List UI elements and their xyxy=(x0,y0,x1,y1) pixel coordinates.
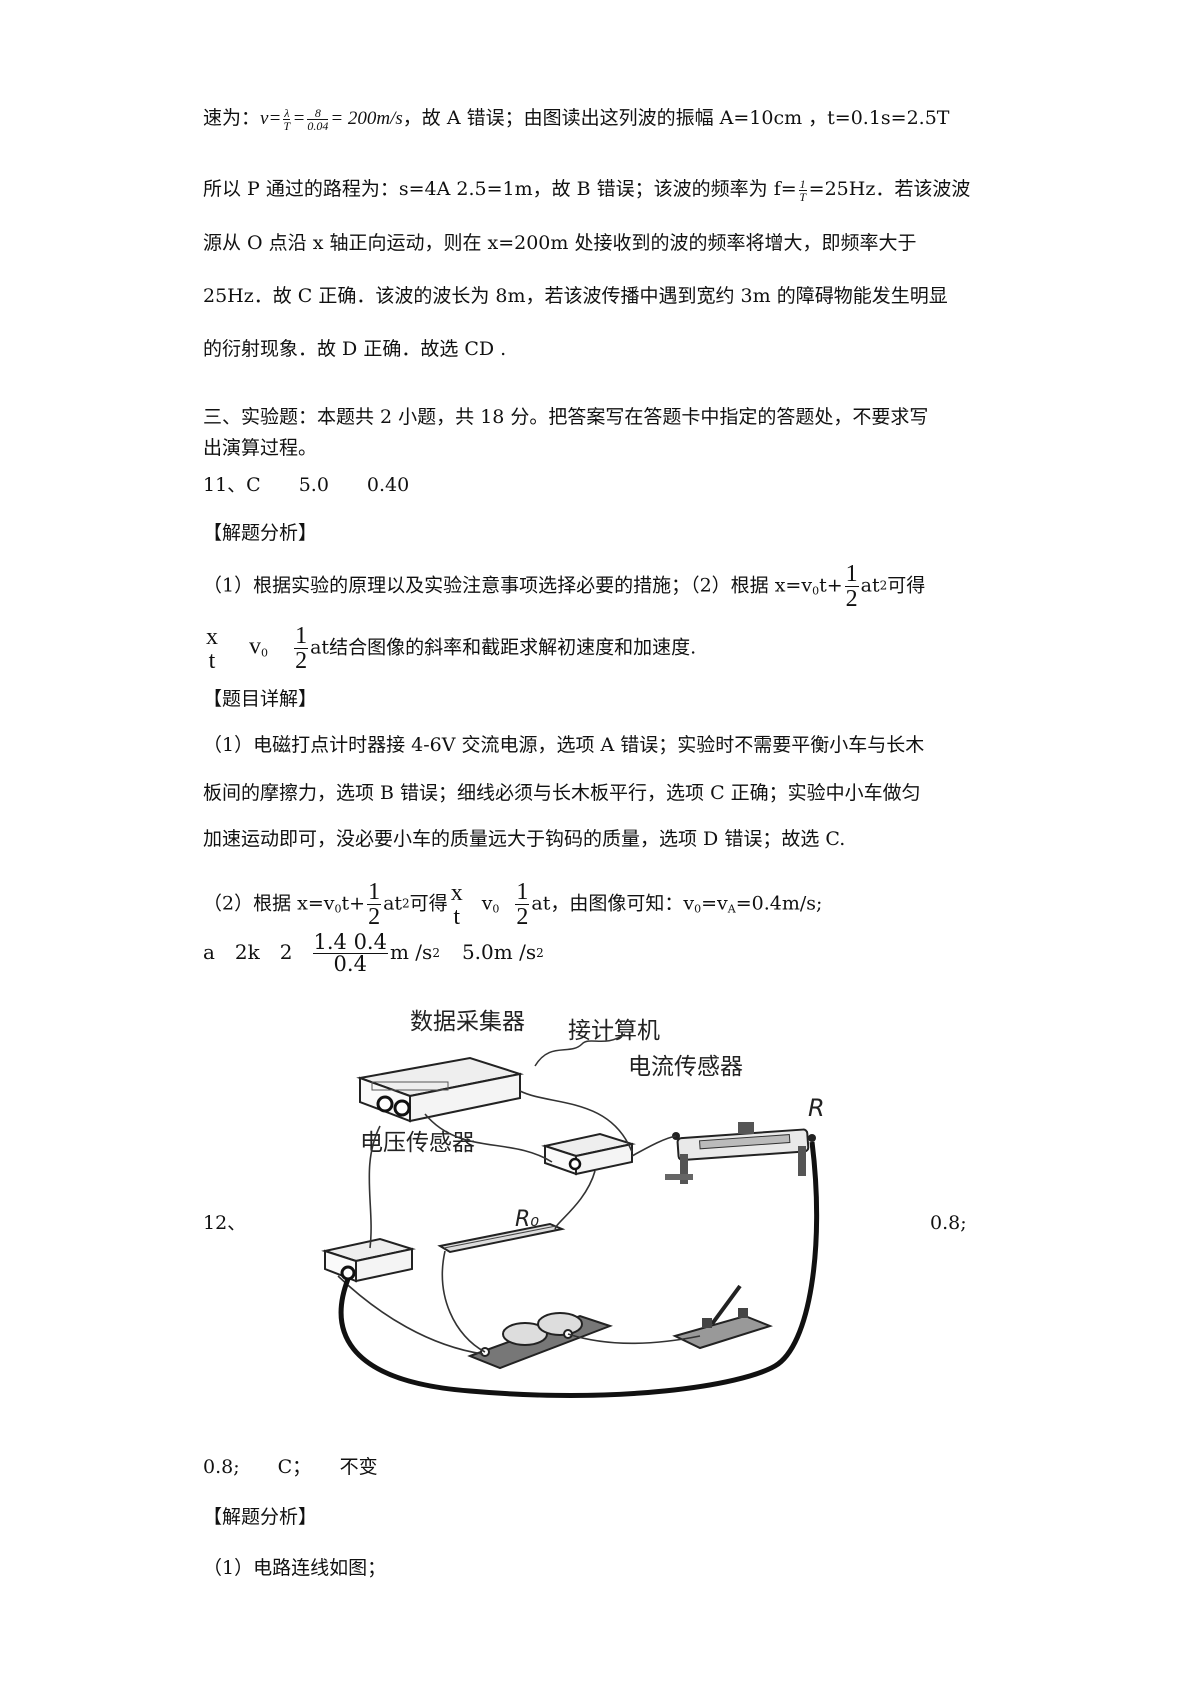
section-heading: 三、实验题：本题共 2 小题，共 18 分。把答案写在答题卡中指定的答题处，不要… xyxy=(203,406,929,428)
analysis-heading: 【解题分析】 xyxy=(203,1506,318,1528)
text-line: 25Hz．故 C 正确．该波的波长为 8m，若该波传播中遇到宽约 3m 的障碍物… xyxy=(203,285,948,307)
data-collector-box xyxy=(356,1056,524,1123)
text-line: 加速运动即可，没必要小车的质量远大于钩码的质量，选项 D 错误；故选 C. xyxy=(203,828,846,850)
thick-wire xyxy=(338,1141,820,1398)
switch xyxy=(672,1284,773,1350)
label-data-collector: 数据采集器 xyxy=(410,1009,525,1035)
rheostat xyxy=(665,1122,816,1184)
text-line: 板间的摩擦力，选项 B 错误；细线必须与长木板平行，选项 C 正确；实验中小车做… xyxy=(203,782,921,804)
question-label: 12、 xyxy=(203,1212,247,1234)
label-voltage-sensor: 电压传感器 xyxy=(360,1130,475,1156)
label-r: R xyxy=(808,1094,825,1122)
cable-to-computer xyxy=(534,1033,626,1067)
answer-value: 0.8; xyxy=(930,1212,967,1234)
text-line: 源从 O 点沿 x 轴正向运动，则在 x=200m 处接收到的波的频率将增大，即… xyxy=(203,232,917,254)
r0-resistor xyxy=(437,1222,566,1254)
answer-line: 11、C 5.0 0.40 xyxy=(203,474,410,496)
label-current-sensor: 电流传感器 xyxy=(628,1054,743,1080)
voltage-sensor-box xyxy=(321,1237,416,1283)
analysis-heading: 【解题分析】 xyxy=(203,522,318,544)
text-line: （1）电磁打点计时器接 4-6V 交流电源，选项 A 错误；实验时不需要平衡小车… xyxy=(203,734,925,756)
circuit-diagram: 数据采集器 接计算机 电流传感器 电压传感器 R₀ R xyxy=(321,1009,825,1398)
text-line: 的衍射现象．故 D 正确．故选 CD . xyxy=(203,338,507,360)
current-sensor-box xyxy=(541,1132,636,1176)
thin-wires xyxy=(337,1090,701,1355)
answer-line: 0.8; C； 不变 xyxy=(203,1456,378,1478)
detail-heading: 【题目详解】 xyxy=(203,688,318,710)
section-heading: 出演算过程。 xyxy=(203,437,318,459)
text-line: （1）电路连线如图； xyxy=(203,1557,387,1579)
text-line: 所以 P 通过的路程为：s=4A 2.5=1m，故 B 错误；该波的频率为 f=… xyxy=(203,176,971,204)
battery-holder xyxy=(467,1312,613,1370)
